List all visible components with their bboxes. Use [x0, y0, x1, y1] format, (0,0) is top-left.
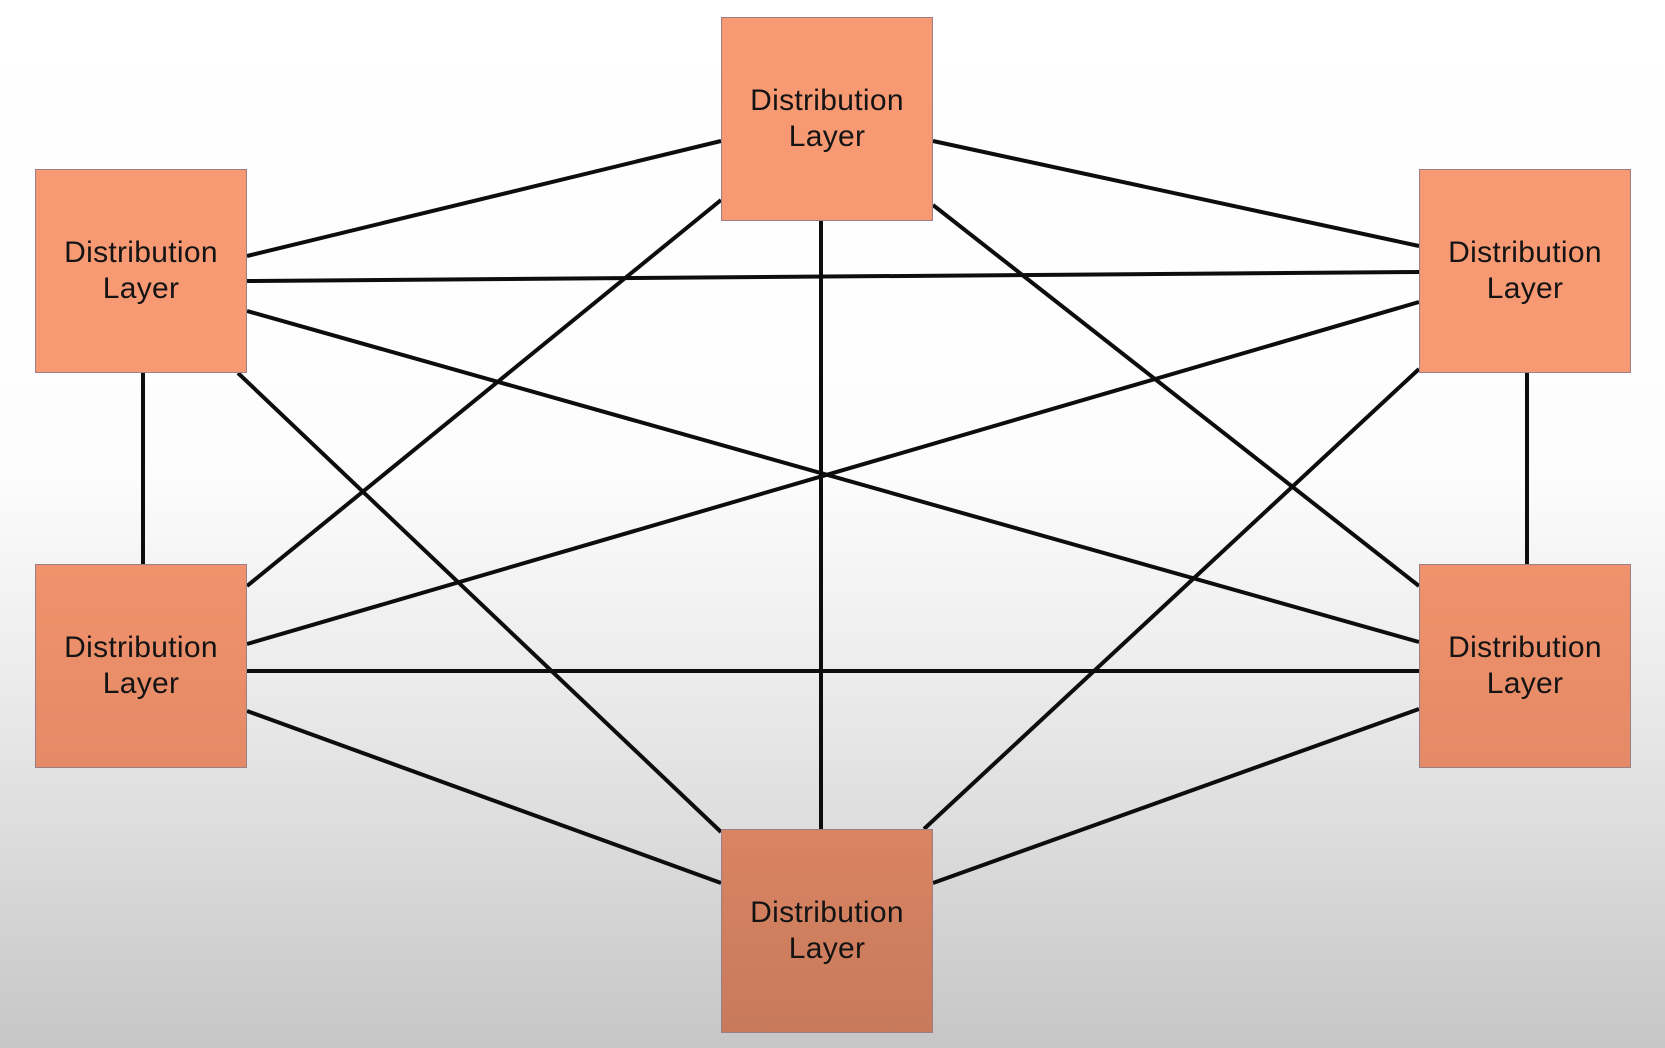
link-lr-bottom [932, 707, 1420, 885]
link-ul-bottom [236, 371, 723, 834]
distribution-layer-node-upper-left[interactable]: Distribution Layer [35, 169, 247, 373]
distribution-layer-node-lower-left[interactable]: Distribution Layer [35, 564, 247, 768]
link-ur-bottom [922, 367, 1421, 831]
node-label: Distribution Layer [64, 631, 218, 700]
distribution-layer-node-lower-right[interactable]: Distribution Layer [1419, 564, 1631, 768]
link-ll-bottom [246, 709, 722, 885]
node-label: Distribution Layer [1448, 236, 1602, 305]
link-ul-lr [246, 309, 1420, 644]
distribution-layer-node-top[interactable]: Distribution Layer [721, 17, 933, 221]
node-label: Distribution Layer [64, 236, 218, 305]
link-top-ul [246, 139, 722, 258]
link-top-ll [245, 198, 723, 588]
link-top-lr [931, 203, 1421, 588]
link-top-ur [932, 139, 1420, 248]
node-label: Distribution Layer [750, 896, 904, 965]
link-ur-ll [246, 300, 1420, 646]
node-label: Distribution Layer [1448, 631, 1602, 700]
link-ul-ur [246, 270, 1420, 283]
distribution-layer-node-bottom[interactable]: Distribution Layer [721, 829, 933, 1033]
node-label: Distribution Layer [750, 84, 904, 153]
distribution-layer-node-upper-right[interactable]: Distribution Layer [1419, 169, 1631, 373]
